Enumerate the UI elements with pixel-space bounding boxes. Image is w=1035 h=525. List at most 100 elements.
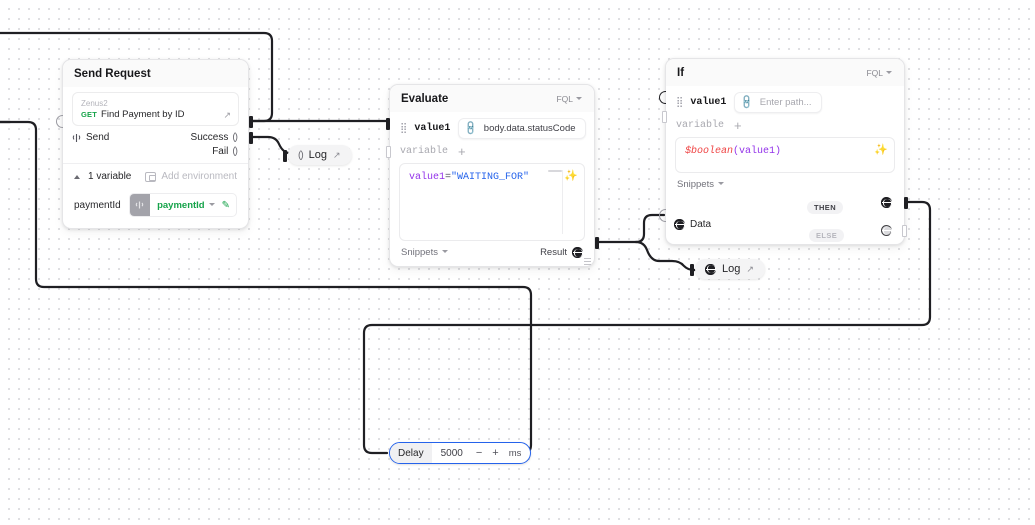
- if-then-chip[interactable]: THEN: [807, 201, 844, 214]
- fail-port-label: Fail: [212, 146, 229, 157]
- delay-decrement-button[interactable]: −: [475, 447, 483, 459]
- node-log-2[interactable]: Log ↗: [690, 259, 765, 279]
- if-data-port[interactable]: Data: [674, 219, 711, 230]
- evaluate-editor-scrollbar[interactable]: [548, 170, 562, 172]
- evaluate-variable-word: variable: [400, 146, 449, 157]
- variable-value-label: paymentId: [157, 199, 205, 211]
- if-code-line: $boolean(value1): [685, 145, 885, 159]
- node-log-1[interactable]: () Log ↗: [283, 145, 352, 165]
- evaluate-result-label: Result: [540, 247, 567, 258]
- if-else-output-icon[interactable]: [881, 225, 892, 236]
- if-data-input-socket[interactable]: [659, 209, 666, 222]
- send-request-title: Send Request: [74, 68, 151, 80]
- evaluate-path-input[interactable]: 🔗 body.data.statusCode: [458, 118, 586, 139]
- node-delay[interactable]: Delay 5000 − + ms: [389, 442, 532, 464]
- evaluate-header: Evaluate FQL: [390, 85, 594, 112]
- fail-output-stub[interactable]: [249, 132, 253, 144]
- evaluate-snippets-label: Snippets: [401, 247, 438, 258]
- magic-wand-icon[interactable]: ✨: [874, 144, 888, 156]
- log-1-label: Log: [308, 149, 328, 161]
- chevron-up-icon[interactable]: [74, 173, 82, 181]
- pin-icon[interactable]: ✎: [221, 199, 230, 211]
- delay-increment-button[interactable]: +: [492, 447, 499, 459]
- evaluate-footer: Snippets Result: [390, 241, 594, 266]
- add-environment-button[interactable]: Add environment: [145, 171, 237, 182]
- if-snippets-button[interactable]: Snippets: [677, 179, 725, 190]
- if-else-chip[interactable]: ELSE: [809, 229, 845, 242]
- success-port-icon: (): [232, 132, 238, 143]
- magic-wand-icon[interactable]: ✨: [564, 170, 578, 182]
- request-collection-label: Zenus2: [81, 99, 108, 108]
- evaluate-title: Evaluate: [401, 93, 449, 105]
- variable-source-icon: [129, 194, 151, 216]
- evaluate-code-editor[interactable]: value1="WAITING_FOR" ✨: [399, 163, 585, 241]
- evaluate-resize-handle[interactable]: [584, 256, 591, 265]
- evaluate-result-output-stub[interactable]: [595, 237, 599, 249]
- evaluate-code-variable: value1: [409, 172, 446, 183]
- request-method-badge: GET: [81, 110, 98, 119]
- evaluate-field-row: ⣿ value1 🔗 body.data.statusCode: [390, 112, 594, 143]
- request-reference-card[interactable]: Zenus2 GET Find Payment by ID ↗: [72, 92, 239, 126]
- send-input-port-label: Send: [86, 132, 110, 143]
- evaluate-variable-input-stub[interactable]: [386, 146, 391, 158]
- if-then-output-stub[interactable]: [904, 197, 908, 209]
- if-code-editor[interactable]: $boolean(value1) ✨: [675, 137, 895, 173]
- node-evaluate[interactable]: Evaluate FQL ⣿ value1 🔗 body.data.status…: [386, 84, 599, 267]
- log-2-open-icon[interactable]: ↗: [746, 263, 754, 274]
- if-then-output-icon[interactable]: [881, 197, 892, 208]
- evaluate-snippets-button[interactable]: Snippets: [401, 247, 449, 258]
- fail-port-row: Fail (): [63, 146, 248, 160]
- if-code-function: $boolean: [685, 146, 734, 157]
- evaluate-path-value: body.data.statusCode: [483, 123, 576, 134]
- send-divider: [63, 163, 248, 164]
- send-request-header: Send Request: [63, 60, 248, 87]
- if-value-input-socket[interactable]: [659, 91, 666, 104]
- node-if[interactable]: If FQL ⣿ value1 🔗 Enter path... variable…: [659, 58, 908, 245]
- node-send-request[interactable]: Send Request Zenus2 GET Find Payment by …: [56, 59, 253, 229]
- if-code-argument: (value1): [733, 146, 782, 157]
- log-1-open-icon[interactable]: ↗: [333, 149, 341, 160]
- chevron-down-icon[interactable]: [717, 181, 725, 188]
- evaluate-language-selector[interactable]: FQL: [556, 94, 583, 104]
- variable-value-pill[interactable]: paymentId ✎: [128, 193, 237, 217]
- if-else-output-stub[interactable]: [902, 225, 907, 237]
- if-path-placeholder: Enter path...: [759, 97, 812, 108]
- if-path-input[interactable]: 🔗 Enter path...: [734, 92, 822, 113]
- if-field-row: ⣿ value1 🔗 Enter path...: [666, 86, 904, 117]
- chevron-down-icon[interactable]: [441, 249, 449, 256]
- log-2-input-stub[interactable]: [690, 264, 694, 276]
- chevron-down-icon[interactable]: [208, 202, 216, 209]
- if-data-port-label: Data: [690, 219, 712, 230]
- evaluate-editor-scrollrail: [562, 170, 563, 234]
- data-globe-icon: [705, 263, 716, 275]
- success-output-stub[interactable]: [249, 116, 253, 128]
- drag-handle-icon[interactable]: ⣿: [400, 122, 407, 134]
- evaluate-result-port[interactable]: Result: [540, 247, 583, 258]
- variables-section-header[interactable]: 1 variable Add environment: [63, 164, 248, 189]
- variable-value-select[interactable]: paymentId: [150, 194, 222, 216]
- log-2-label: Log: [722, 263, 741, 275]
- if-add-variable-row[interactable]: variable +: [666, 117, 904, 137]
- log-1-port-icon: (): [298, 149, 304, 161]
- drag-handle-icon[interactable]: ⣿: [676, 96, 683, 108]
- evaluate-field-name: value1: [414, 123, 451, 134]
- evaluate-add-variable-row[interactable]: variable +: [390, 143, 594, 163]
- evaluate-code-line: value1="WAITING_FOR": [409, 171, 575, 185]
- evaluate-input-stub[interactable]: [386, 118, 390, 130]
- if-field-name: value1: [690, 97, 727, 108]
- send-input-socket[interactable]: [56, 115, 63, 128]
- send-port-row: Send Success (): [63, 129, 248, 146]
- edge-result-to-log2: [634, 240, 697, 272]
- chevron-down-icon[interactable]: [576, 96, 583, 103]
- link-icon: 🔗: [463, 120, 480, 137]
- chevron-down-icon[interactable]: [886, 70, 893, 77]
- add-variable-icon[interactable]: +: [458, 144, 466, 159]
- request-name-label: Find Payment by ID: [101, 109, 185, 120]
- add-variable-icon[interactable]: +: [734, 118, 742, 133]
- log-1-input-stub[interactable]: [283, 150, 287, 162]
- delay-value-input[interactable]: 5000: [440, 447, 463, 459]
- if-variable-input-stub[interactable]: [662, 111, 667, 123]
- open-request-icon[interactable]: ↗: [223, 110, 231, 120]
- if-language-selector[interactable]: FQL: [866, 68, 893, 78]
